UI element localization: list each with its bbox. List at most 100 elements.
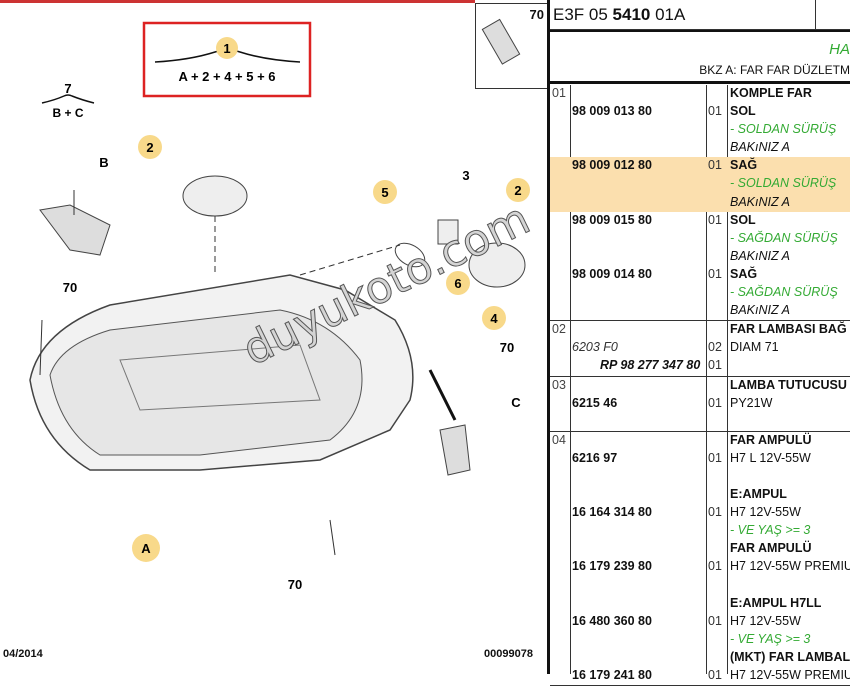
part-number[interactable]: 98 009 014 80 bbox=[572, 266, 652, 281]
table-line: 6215 46 01 PY21W bbox=[550, 395, 850, 413]
part-number[interactable]: 16 179 241 80 bbox=[572, 668, 652, 682]
bulb-6 bbox=[394, 242, 426, 268]
part-number[interactable]: RP 98 277 347 80 bbox=[600, 358, 701, 373]
leader-line bbox=[299, 244, 401, 276]
description: PY21W bbox=[730, 395, 773, 410]
description: - SAĞDAN SÜRÜŞ bbox=[730, 230, 838, 245]
quantity: 01 bbox=[708, 505, 722, 520]
diagram-code: 00099078 bbox=[484, 648, 533, 660]
table-line: 16 164 314 80 01 H7 12V-55W bbox=[550, 504, 850, 522]
part-number[interactable]: 6215 46 bbox=[572, 395, 618, 410]
group-title: HA bbox=[829, 41, 850, 58]
col-sep bbox=[727, 85, 728, 674]
description: DIAM 71 bbox=[730, 340, 779, 355]
description: SAĞ bbox=[730, 158, 758, 173]
label-70: 70 bbox=[63, 280, 77, 295]
callout-A bbox=[132, 534, 160, 562]
table-line: 16 179 239 80 01 H7 12V-55W PREMIU bbox=[550, 558, 850, 576]
description: BAKıNIZ A bbox=[730, 303, 790, 318]
description: H7 L 12V-55W bbox=[730, 450, 811, 465]
description: FAR AMPULÜ bbox=[730, 432, 812, 447]
label-70: 70 bbox=[288, 577, 302, 592]
label-70: 70 bbox=[500, 340, 514, 355]
description: - VE YAŞ >= 3 bbox=[730, 523, 811, 538]
part-number[interactable]: 98 009 012 80 bbox=[572, 158, 652, 173]
description: SAĞ bbox=[730, 266, 758, 281]
table-line: - SOLDAN SÜRÜŞ bbox=[550, 121, 850, 139]
table-line: - SAĞDAN SÜRÜŞ bbox=[550, 284, 850, 302]
callout-num: A bbox=[141, 541, 151, 556]
table-line bbox=[550, 468, 850, 486]
leader-line bbox=[428, 369, 457, 421]
quantity: 01 bbox=[708, 559, 722, 574]
part-number[interactable]: 98 009 015 80 bbox=[572, 212, 652, 227]
description: FAR LAMBASI BAĞ bbox=[730, 322, 847, 337]
callout-num: 2 bbox=[146, 140, 153, 155]
catalog-ref: E3F 05 5410 01A bbox=[550, 0, 850, 30]
description: - VE YAŞ >= 3 bbox=[730, 631, 811, 646]
brace bbox=[41, 94, 95, 104]
description: H7 12V-55W PREMIU bbox=[730, 559, 850, 574]
bracket-b bbox=[39, 204, 111, 256]
part-number[interactable]: 16 164 314 80 bbox=[572, 505, 652, 520]
part-number[interactable]: 16 480 360 80 bbox=[572, 613, 652, 628]
date-label: 04/2014 bbox=[3, 648, 43, 660]
quantity: 01 bbox=[708, 450, 722, 465]
catalog-ref-prefix: E3F 05 bbox=[553, 5, 613, 24]
cap-2-right bbox=[468, 242, 526, 288]
callout-1-num: 1 bbox=[223, 41, 230, 56]
description: LAMBA TUTUCUSU bbox=[730, 377, 847, 392]
part-number[interactable]: 16 179 239 80 bbox=[572, 559, 652, 574]
divider bbox=[547, 0, 550, 674]
description: KOMPLE FAR bbox=[730, 86, 812, 100]
catalog-ref-main: 5410 bbox=[612, 5, 651, 24]
description: E:AMPUL bbox=[730, 487, 787, 502]
table-line: (MKT) FAR LAMBAL bbox=[550, 649, 850, 667]
callout-2-left bbox=[138, 135, 162, 159]
quantity: 01 bbox=[708, 395, 722, 410]
quantity: 01 bbox=[708, 668, 722, 682]
table-line: - SOLDAN SÜRÜŞ bbox=[550, 175, 850, 194]
description: H7 12V-55W bbox=[730, 505, 801, 520]
kit-formula: A + 2 + 4 + 5 + 6 bbox=[178, 69, 275, 84]
callout-1 bbox=[216, 37, 238, 59]
description: FAR AMPULÜ bbox=[730, 541, 812, 556]
table-line bbox=[550, 577, 850, 595]
label-7: 7 bbox=[64, 81, 71, 96]
lamp-holder-3 bbox=[437, 219, 459, 245]
group-note: BKZ A: FAR FAR DÜZLETM bbox=[699, 63, 850, 77]
quantity: 01 bbox=[708, 158, 722, 173]
screw-thumbnail[interactable]: 70 bbox=[475, 3, 548, 89]
description: H7 12V-55W PREMIU bbox=[730, 668, 850, 682]
group-header: HA BKZ A: FAR FAR DÜZLETM bbox=[550, 30, 850, 84]
callout-6 bbox=[446, 271, 470, 295]
bracket-c bbox=[439, 424, 471, 476]
table-line: 6216 97 01 H7 L 12V-55W bbox=[550, 450, 850, 468]
top-border bbox=[0, 0, 475, 3]
table-line: BAKıNIZ A bbox=[550, 248, 850, 266]
part-number[interactable]: 6203 F0 bbox=[572, 340, 618, 355]
description: - SAĞDAN SÜRÜŞ bbox=[730, 285, 838, 300]
table-line: BAKıNIZ A bbox=[550, 139, 850, 157]
leader-line bbox=[329, 519, 336, 556]
thumb-label: 70 bbox=[529, 7, 544, 22]
label-C: C bbox=[511, 395, 521, 410]
part-number[interactable]: 98 009 013 80 bbox=[572, 104, 652, 119]
leader-line bbox=[39, 319, 43, 376]
part-number[interactable]: 6216 97 bbox=[572, 450, 618, 465]
table-line: - SAĞDAN SÜRÜŞ bbox=[550, 230, 850, 248]
table-line: 98 009 012 80 01 SAĞ bbox=[550, 157, 850, 176]
table-line: - VE YAŞ >= 3 bbox=[550, 631, 850, 649]
